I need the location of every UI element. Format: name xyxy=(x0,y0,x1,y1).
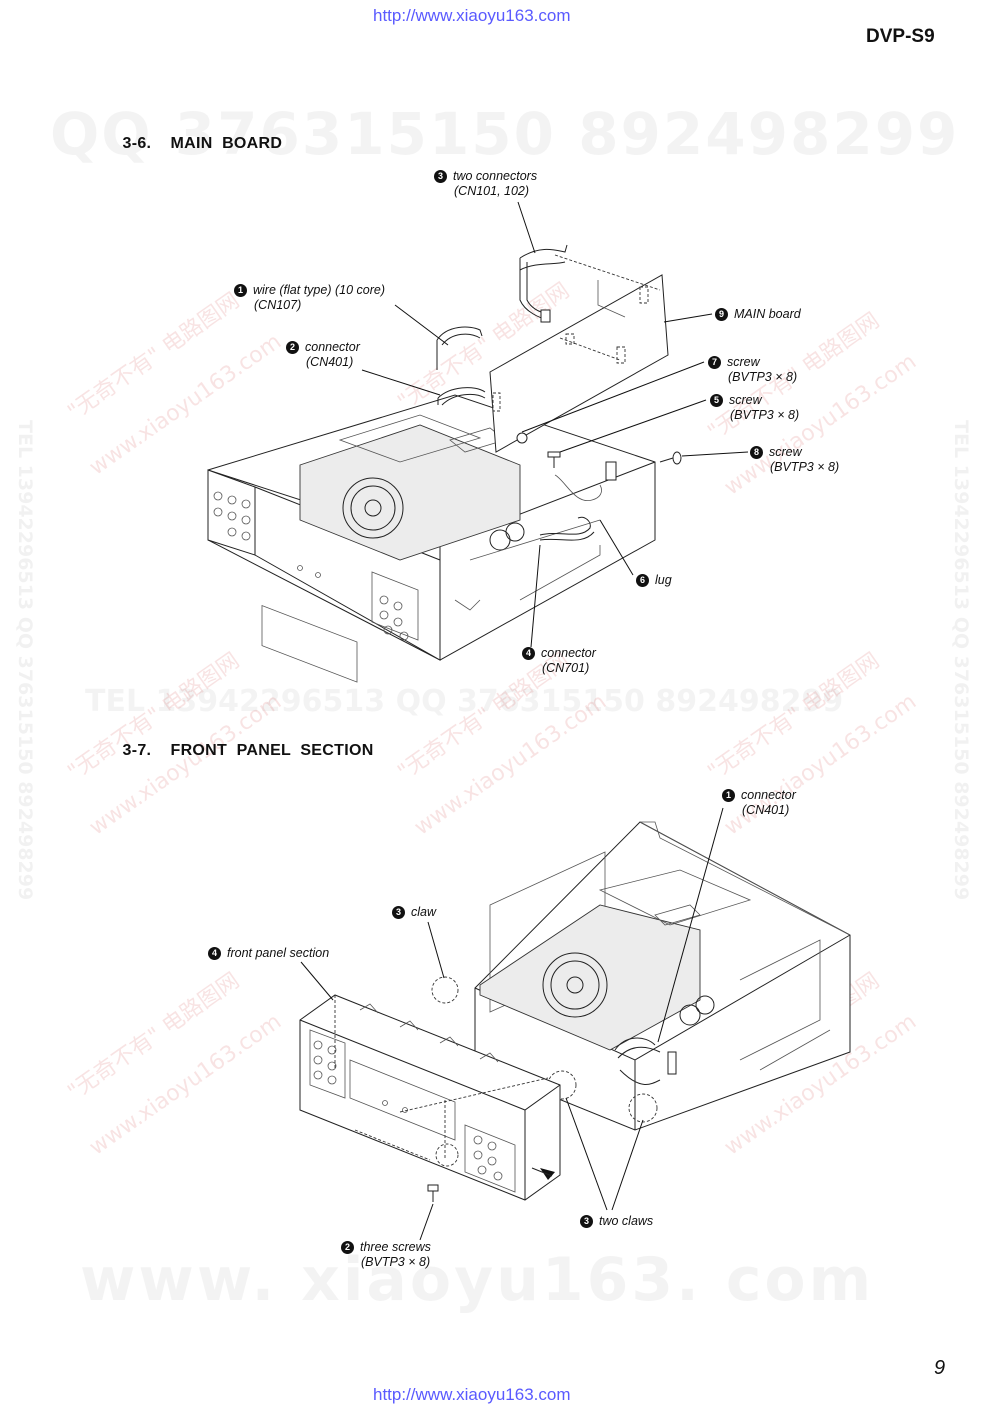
callout-number-badge: 8 xyxy=(750,446,763,459)
watermark-www: www. xiaoyu163. com xyxy=(80,1245,874,1315)
callout-label: screw xyxy=(727,355,760,369)
callout-connector-cn401: 1 connector (CN401) xyxy=(722,788,796,818)
main-board-assembly-drawing xyxy=(207,244,682,683)
callout-wire-flat-type: 1 wire (flat type) (10 core) (CN107) xyxy=(234,283,385,313)
section-title: MAIN BOARD xyxy=(170,135,283,152)
watermark-qq: QQ 376315150 892498299 xyxy=(50,100,959,168)
callout-label: connector xyxy=(305,340,360,354)
callout-label: screw xyxy=(729,393,762,407)
callout-number-badge: 7 xyxy=(708,356,721,369)
section-heading-front-panel: 3-7. FRONT PANEL SECTION xyxy=(113,724,374,760)
section-number: 3-6. xyxy=(122,135,152,152)
callout-connector-cn701: 4 connector (CN701) xyxy=(522,646,596,676)
watermark-vertical-right: TEL 13942296513 QQ 376315150 892498299 xyxy=(950,420,972,901)
callout-number-badge: 1 xyxy=(722,789,735,802)
callout-label: three screws xyxy=(360,1240,431,1254)
callout-label: MAIN board xyxy=(734,307,801,321)
callout-sublabel: (CN107) xyxy=(254,298,302,312)
callout-number-badge: 1 xyxy=(234,284,247,297)
callout-number-badge: 9 xyxy=(715,308,728,321)
callout-number-badge: 6 xyxy=(636,574,649,587)
callout-label: screw xyxy=(769,445,802,459)
callout-label: claw xyxy=(411,905,437,919)
callout-label: two claws xyxy=(599,1214,654,1228)
callout-number-badge: 4 xyxy=(208,947,221,960)
callout-label: connector xyxy=(541,646,596,660)
callout-number-badge: 5 xyxy=(710,394,723,407)
page-number: 9 xyxy=(934,1357,946,1379)
callout-sublabel: (CN101, 102) xyxy=(454,184,530,198)
callout-label: wire (flat type) (10 core) xyxy=(253,283,385,297)
callout-screw-7: 7 screw (BVTP3 × 8) xyxy=(708,355,797,385)
callout-sublabel: (CN701) xyxy=(542,661,590,675)
section-number: 3-7. xyxy=(122,742,152,759)
model-number: DVP-S9 xyxy=(866,26,935,47)
callout-sublabel: (CN401) xyxy=(742,803,790,817)
callout-sublabel: (CN401) xyxy=(306,355,354,369)
callout-sublabel: (BVTP3 × 8) xyxy=(361,1255,431,1269)
watermark-vertical-left: TEL 13942296513 QQ 376315150 892498299 xyxy=(14,420,36,901)
callout-screw-5: 5 screw (BVTP3 × 8) xyxy=(710,393,799,423)
callout-label: front panel section xyxy=(227,946,330,960)
callout-number-badge: 2 xyxy=(341,1241,354,1254)
callout-three-screws: 2 three screws (BVTP3 × 8) xyxy=(341,1240,431,1270)
callout-number-badge: 3 xyxy=(580,1215,593,1228)
callout-number-badge: 2 xyxy=(286,341,299,354)
section-title: FRONT PANEL SECTION xyxy=(170,742,374,759)
callout-sublabel: (BVTP3 × 8) xyxy=(730,408,800,422)
callout-number-badge: 3 xyxy=(392,906,405,919)
callout-label: two connectors xyxy=(453,169,538,183)
front-panel-assembly-drawing xyxy=(299,821,851,1202)
callout-sublabel: (BVTP3 × 8) xyxy=(728,370,798,384)
callout-lug: 6 lug xyxy=(636,573,672,588)
callout-label: lug xyxy=(655,573,672,587)
callout-screw-8: 8 screw (BVTP3 × 8) xyxy=(750,445,839,475)
callout-claw: 3 claw xyxy=(392,905,436,920)
main-board-leader-lines xyxy=(361,201,749,648)
callout-two-connectors: 3 two connectors (CN101, 102) xyxy=(434,169,537,199)
callout-number-badge: 4 xyxy=(522,647,535,660)
callout-label: connector xyxy=(741,788,796,802)
bottom-url-link[interactable]: http://www.xiaoyu163.com xyxy=(373,1385,571,1404)
callout-sublabel: (BVTP3 × 8) xyxy=(770,460,840,474)
watermark-tel: TEL 13942296513 QQ 376315150 892498299 xyxy=(85,684,843,719)
callout-front-panel-section: 4 front panel section xyxy=(208,946,329,961)
top-url-link[interactable]: http://www.xiaoyu163.com xyxy=(373,6,571,25)
callout-connector-cn401: 2 connector (CN401) xyxy=(286,340,360,370)
section-heading-main-board: 3-6. MAIN BOARD xyxy=(113,117,282,153)
front-panel-leader-lines xyxy=(300,807,724,1241)
callout-number-badge: 3 xyxy=(434,170,447,183)
callout-two-claws: 3 two claws xyxy=(580,1214,653,1229)
callout-main-board: 9 MAIN board xyxy=(715,307,801,322)
